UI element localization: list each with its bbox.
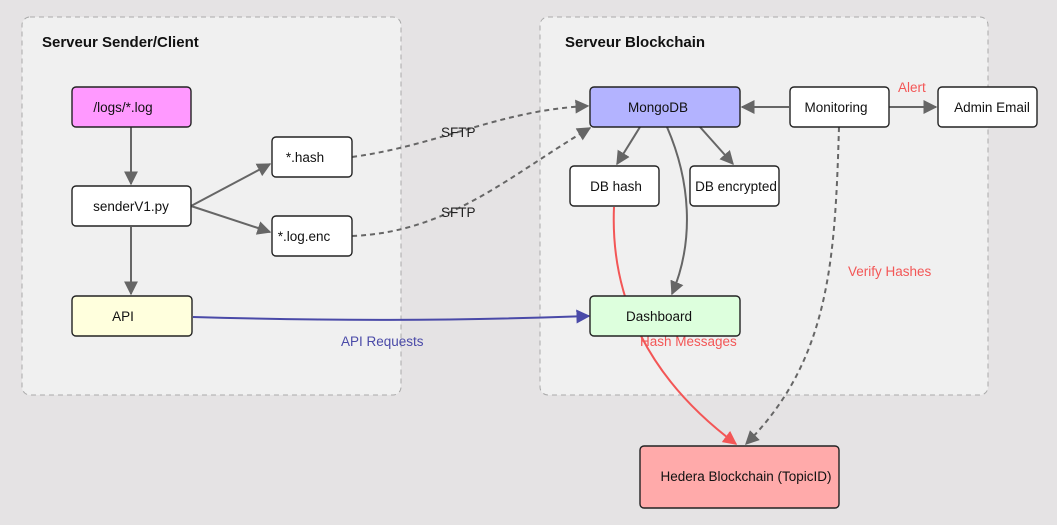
node-mongodb-label: MongoDB xyxy=(628,100,688,115)
node-dashboard-label: Dashboard xyxy=(626,309,692,324)
node-sender-label: senderV1.py xyxy=(93,199,169,214)
cluster-blockchain-title: Serveur Blockchain xyxy=(565,34,705,51)
node-hedera-box xyxy=(639,445,840,509)
node-mongodb-box xyxy=(589,86,741,128)
node-api-label: API xyxy=(112,309,134,324)
node-monitoring-box xyxy=(789,86,890,128)
edge-api-to-dashboard xyxy=(192,309,591,324)
node-logs-box xyxy=(71,86,192,128)
node-monitoring[interactable]: Monitoring xyxy=(789,86,890,128)
node-db-encrypted-label: DB encrypted xyxy=(695,179,777,194)
node-hedera-label: Hedera Blockchain (TopicID) xyxy=(660,469,831,484)
edge-sender-to-logenc xyxy=(190,205,272,235)
node-api[interactable]: API xyxy=(71,295,193,337)
node-logs-label: /logs/*.log xyxy=(93,100,152,115)
node-db-hash-label: DB hash xyxy=(590,179,642,194)
node-logenc[interactable]: *.log.enc xyxy=(271,215,353,257)
node-mongodb[interactable]: MongoDB xyxy=(589,86,741,128)
edge-hash-to-mongodb xyxy=(351,99,590,158)
node-api-box xyxy=(71,295,193,337)
node-db-encrypted-box xyxy=(689,165,780,207)
node-sender[interactable]: senderV1.py xyxy=(71,185,192,227)
edge-mongodb-to-dashboard xyxy=(666,126,688,296)
node-admin-email[interactable]: Admin Email xyxy=(937,86,1038,128)
edge-label-api-requests: API Requests xyxy=(341,334,424,349)
node-db-hash-box xyxy=(569,165,660,207)
node-monitoring-label: Monitoring xyxy=(804,100,867,115)
edge-sender-to-hash xyxy=(190,163,272,207)
node-hash-box xyxy=(271,136,353,178)
node-admin-email-box xyxy=(937,86,1038,128)
node-logs[interactable]: /logs/*.log xyxy=(71,86,192,128)
edges xyxy=(124,99,938,445)
edge-label-sftp-hash: SFTP xyxy=(441,125,476,140)
node-hedera[interactable]: Hedera Blockchain (TopicID) xyxy=(639,445,840,509)
edge-label-alert: Alert xyxy=(898,80,926,95)
node-admin-email-label: Admin Email xyxy=(954,100,1030,115)
node-logenc-label: *.log.enc xyxy=(278,229,331,244)
edge-mongodb-to-dbenc xyxy=(699,126,734,166)
edge-label-hash-messages: Hash Messages xyxy=(640,334,737,349)
node-dashboard-box xyxy=(589,295,741,337)
node-sender-box xyxy=(71,185,192,227)
edge-mongodb-to-dbhash xyxy=(616,126,641,166)
node-hash[interactable]: *.hash xyxy=(271,136,353,178)
cluster-sender-title: Serveur Sender/Client xyxy=(42,34,199,51)
edge-labels: SFTP SFTP Alert Verify Hashes API Reques… xyxy=(341,80,932,349)
edge-label-verify-hashes: Verify Hashes xyxy=(848,264,932,279)
node-db-hash[interactable]: DB hash xyxy=(569,165,660,207)
node-logenc-box xyxy=(271,215,353,257)
edge-label-sftp-enc: SFTP xyxy=(441,205,476,220)
node-db-encrypted[interactable]: DB encrypted xyxy=(689,165,780,207)
node-hash-label: *.hash xyxy=(286,150,324,165)
node-dashboard[interactable]: Dashboard xyxy=(589,295,741,337)
